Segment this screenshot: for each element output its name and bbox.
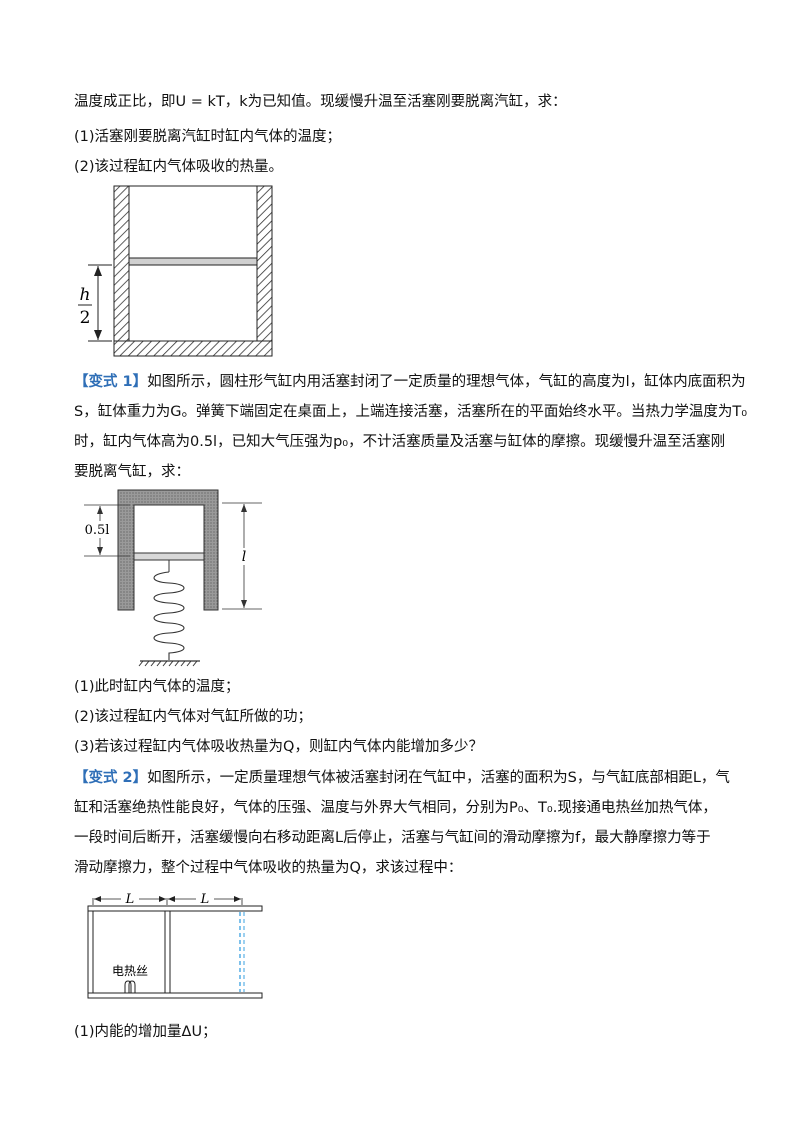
variant1-question-1: (1)此时缸内气体的温度；	[74, 679, 240, 695]
variant2-line2: 缸和活塞绝热性能良好，气体的压强、温度与外界大气相同，分别为P₀、T₀.现接通电…	[74, 800, 717, 816]
label-0-5l: 0.5l	[85, 523, 110, 538]
label-h: h	[80, 285, 91, 305]
variant2-text1: 如图所示，一定质量理想气体被活塞封闭在气缸中，活塞的面积为S，与气缸底部相距L，…	[147, 770, 730, 786]
half-height-dimension: 0.5l	[82, 504, 130, 557]
variant1-line3: 时，缸内气体高为0.5l，已知大气压强为p₀，不计活塞质量及活塞与缸体的摩擦。现…	[74, 434, 726, 450]
ground	[138, 660, 200, 667]
label-L-1: L	[125, 892, 135, 907]
piston	[128, 257, 258, 266]
variant2-line3: 一段时间后断开，活塞缓慢向右移动距离L后停止，活塞与气缸间的滑动摩擦为f，最大静…	[74, 830, 711, 846]
height-dimension: h 2	[78, 264, 112, 342]
spring	[153, 571, 185, 660]
variant2-question-1: (1)内能的增加量ΔU；	[74, 1024, 217, 1040]
variant1-question-3: (3)若该过程缸内气体吸收热量为Q，则缸内气体内能增加多少？	[74, 739, 483, 755]
variant2-line1: 【变式 2】如图所示，一定质量理想气体被活塞封闭在气缸中，活塞的面积为S，与气缸…	[74, 768, 730, 788]
label-L-2: L	[200, 892, 210, 907]
variant1-tag: 【变式 1】	[74, 374, 148, 390]
label-2: 2	[80, 308, 91, 328]
variant1-line1: 【变式 1】如图所示，圆柱形气缸内用活塞封闭了一定质量的理想气体，气缸的高度为l…	[74, 372, 746, 392]
length-dimensions: L L	[92, 892, 243, 907]
main-question-2: (2)该过程缸内气体吸收的热量。	[74, 159, 284, 175]
full-height-dimension: l	[222, 502, 262, 610]
variant2-tag: 【变式 2】	[74, 770, 148, 786]
heater-coil	[124, 980, 136, 993]
inverted-cylinder	[117, 489, 219, 611]
horizontal-cylinder	[87, 905, 263, 999]
heater-label: 电热丝	[112, 964, 148, 978]
variant1-text1: 如图所示，圆柱形气缸内用活塞封闭了一定质量的理想气体，气缸的高度为l，缸体内底面…	[147, 374, 746, 390]
variant1-line2: S，缸体重力为G。弹簧下端固定在桌面上，上端连接活塞，活塞所在的平面始终水平。当…	[74, 404, 748, 420]
variant1-question-2: (2)该过程缸内气体对气缸所做的功；	[74, 709, 313, 725]
piston-3	[164, 910, 171, 994]
main-intro-text: 温度成正比，即U = kT，k为已知值。现缓慢升温至活塞刚要脱离汽缸，求：	[74, 94, 567, 110]
main-question-1: (1)活塞刚要脱离汽缸时缸内气体的温度；	[74, 129, 342, 145]
label-l: l	[242, 549, 246, 565]
variant1-line4: 要脱离气缸，求：	[74, 464, 190, 480]
variant2-line4: 滑动摩擦力，整个过程中气体吸收的热量为Q，求该过程中：	[74, 860, 463, 876]
